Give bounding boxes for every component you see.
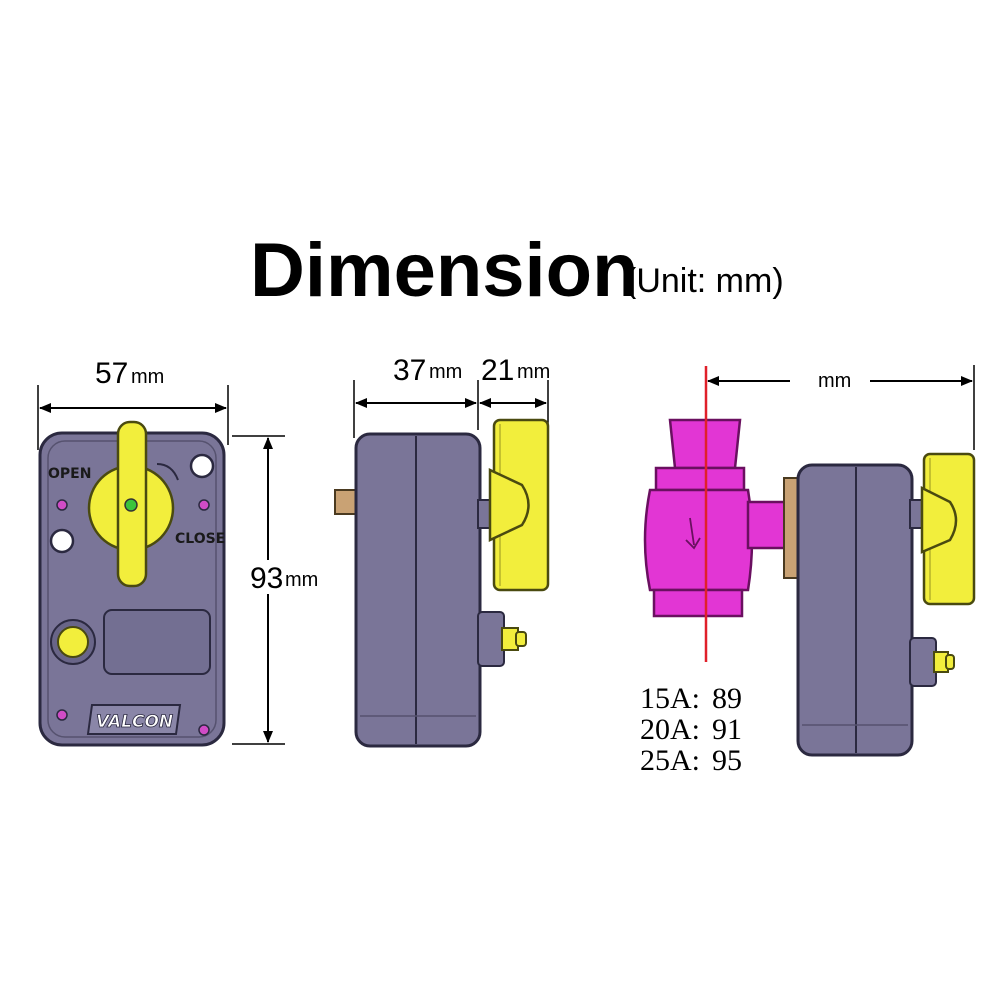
spec-size: 25A: xyxy=(640,744,700,777)
button-boss xyxy=(477,611,505,667)
valve-collar xyxy=(654,466,746,492)
spec-value: 91 xyxy=(712,713,742,746)
front-view: 57 mm OPEN CLOSE VALCON xyxy=(37,357,320,747)
knob-unit: mm xyxy=(517,361,550,383)
height-unit: mm xyxy=(285,569,318,591)
spec-size: 15A: xyxy=(640,682,700,715)
height-value: 93 xyxy=(250,562,283,595)
button-tip xyxy=(945,654,955,670)
actuator-body-side xyxy=(354,432,482,748)
mounted-view: mm 15A: 89 20A: 91 25A: 95 xyxy=(640,365,976,777)
unit-note: (Unit: mm) xyxy=(625,262,784,300)
length-unit: mm xyxy=(818,370,851,392)
width-unit: mm xyxy=(131,366,164,388)
handle-cone xyxy=(488,468,530,542)
depth-value: 37 xyxy=(393,354,426,387)
spec-size: 20A: xyxy=(640,713,700,746)
valve-stem-adapter xyxy=(746,500,788,550)
spec-value: 95 xyxy=(712,744,742,777)
page-title: Dimension xyxy=(250,228,639,313)
depth-unit: mm xyxy=(429,361,462,383)
valve-port xyxy=(652,588,744,618)
button-boss xyxy=(909,637,937,687)
screw-icon xyxy=(198,724,210,736)
handle-cone xyxy=(920,485,958,554)
coupling xyxy=(783,477,799,579)
close-label: CLOSE xyxy=(175,531,225,547)
mounting-hole xyxy=(49,528,75,554)
screw-icon xyxy=(56,709,68,721)
button-tip xyxy=(515,631,527,647)
screw-icon xyxy=(198,499,210,511)
side-view: 37 mm 21 mm xyxy=(334,354,550,748)
brand-logo: VALCON xyxy=(96,712,173,732)
indicator-dot xyxy=(124,498,138,512)
dimension-label-bg xyxy=(248,560,320,594)
rear-shaft xyxy=(334,489,358,515)
brand-plate xyxy=(86,704,182,735)
manual-button xyxy=(57,626,89,658)
label-window xyxy=(103,609,211,675)
open-label: OPEN xyxy=(48,466,91,482)
rotation-arrow-icon xyxy=(156,463,179,481)
width-value: 57 xyxy=(95,357,128,390)
screw-icon xyxy=(56,499,68,511)
flow-arrow-icon xyxy=(685,517,701,550)
spec-value: 89 xyxy=(712,682,742,715)
dimension-label-bg xyxy=(790,366,870,396)
mounting-hole xyxy=(189,453,215,479)
knob-value: 21 xyxy=(481,354,514,387)
